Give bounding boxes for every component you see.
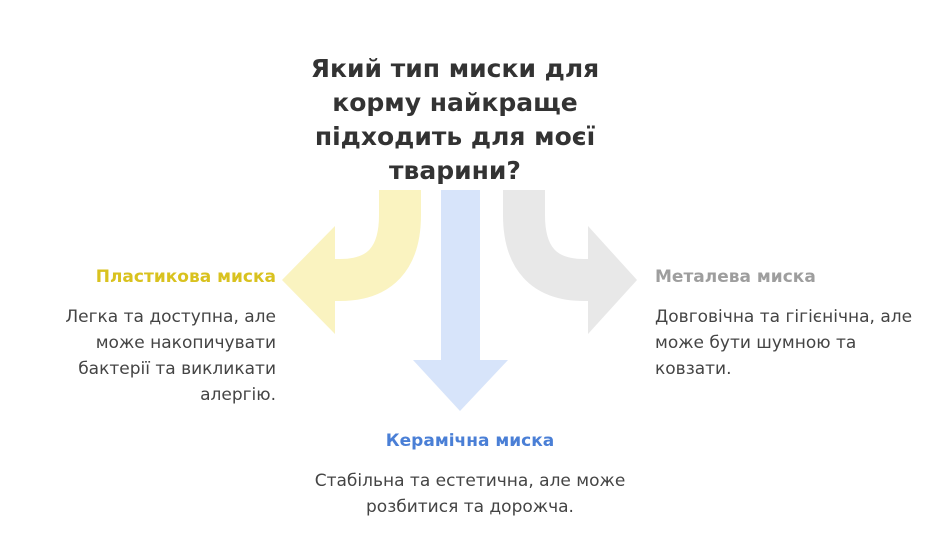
option-metal-title: Металева миска (655, 267, 816, 287)
arrow-right-head (588, 226, 637, 334)
arrow-right (503, 190, 637, 334)
arrow-left (282, 190, 421, 334)
option-plastic-description: Легка та доступна, але може накопичувати… (65, 307, 276, 405)
option-metal-description: Довговічна та гігієнічна, але може бути … (655, 307, 913, 379)
option-ceramic-title: Керамічна миска (385, 431, 555, 451)
arrow-left-shaft (325, 190, 421, 301)
arrow-middle-shaft (441, 190, 480, 362)
arrow-middle (413, 190, 508, 411)
option-plastic-title: Пластикова миска (95, 267, 276, 287)
arrow-middle-head (413, 360, 508, 411)
option-ceramic-description: Стабільна та естетична, але може розбити… (314, 471, 626, 517)
arrow-left-head (282, 226, 335, 334)
arrow-right-shaft (503, 190, 598, 301)
question-title: Який тип миски для корму найкраще підход… (310, 54, 600, 185)
